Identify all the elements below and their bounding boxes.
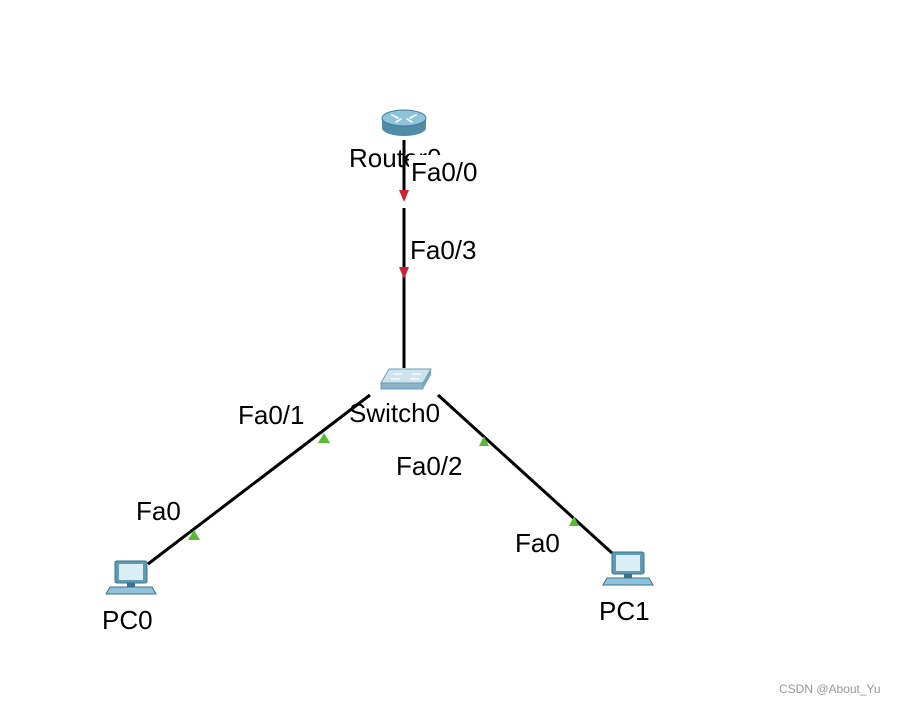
port-label-switch-fa02: Fa0/2	[396, 451, 463, 481]
pc0-computer-icon	[105, 560, 157, 595]
pc0-device[interactable]: PC0	[102, 560, 157, 635]
status-up-triangle-pc1-fa0	[569, 516, 579, 526]
pc0-name-label: PC0	[102, 605, 153, 635]
status-up-triangle-switch-fa01	[318, 433, 330, 443]
pc1-device[interactable]: PC1	[599, 551, 654, 626]
pc1-name-label: PC1	[599, 596, 650, 626]
status-up-triangle-switch-fa02	[479, 436, 489, 446]
links	[147, 140, 614, 566]
port-label-router-fa00: Fa0/0	[411, 157, 478, 187]
watermark-text: CSDN @About_Yu	[779, 682, 881, 696]
status-up-triangle-pc0-fa0	[188, 530, 200, 540]
status-down-triangle-router-side	[399, 190, 409, 202]
link-switch-pc1[interactable]	[436, 393, 614, 555]
port-labels: Fa0/0 Fa0/3 Fa0/1 Fa0 Fa0/2 Fa0	[136, 157, 560, 558]
switch-device[interactable]	[380, 368, 432, 390]
router-icon	[381, 109, 427, 136]
status-down-triangle-switch-side	[399, 267, 409, 279]
port-label-switch-fa03: Fa0/3	[410, 235, 477, 265]
switch-name-label: Switch0	[349, 398, 440, 428]
port-label-backing	[409, 155, 495, 187]
link-status-indicators	[188, 190, 579, 540]
port-label-switch-fa01: Fa0/1	[238, 400, 305, 430]
port-label-pc1-fa0: Fa0	[515, 528, 560, 558]
switch-icon	[380, 368, 432, 390]
port-label-pc0-fa0: Fa0	[136, 496, 181, 526]
link-switch-pc0[interactable]	[147, 393, 371, 566]
router-device[interactable]: Router0	[349, 109, 442, 173]
pc1-computer-icon	[602, 551, 654, 586]
